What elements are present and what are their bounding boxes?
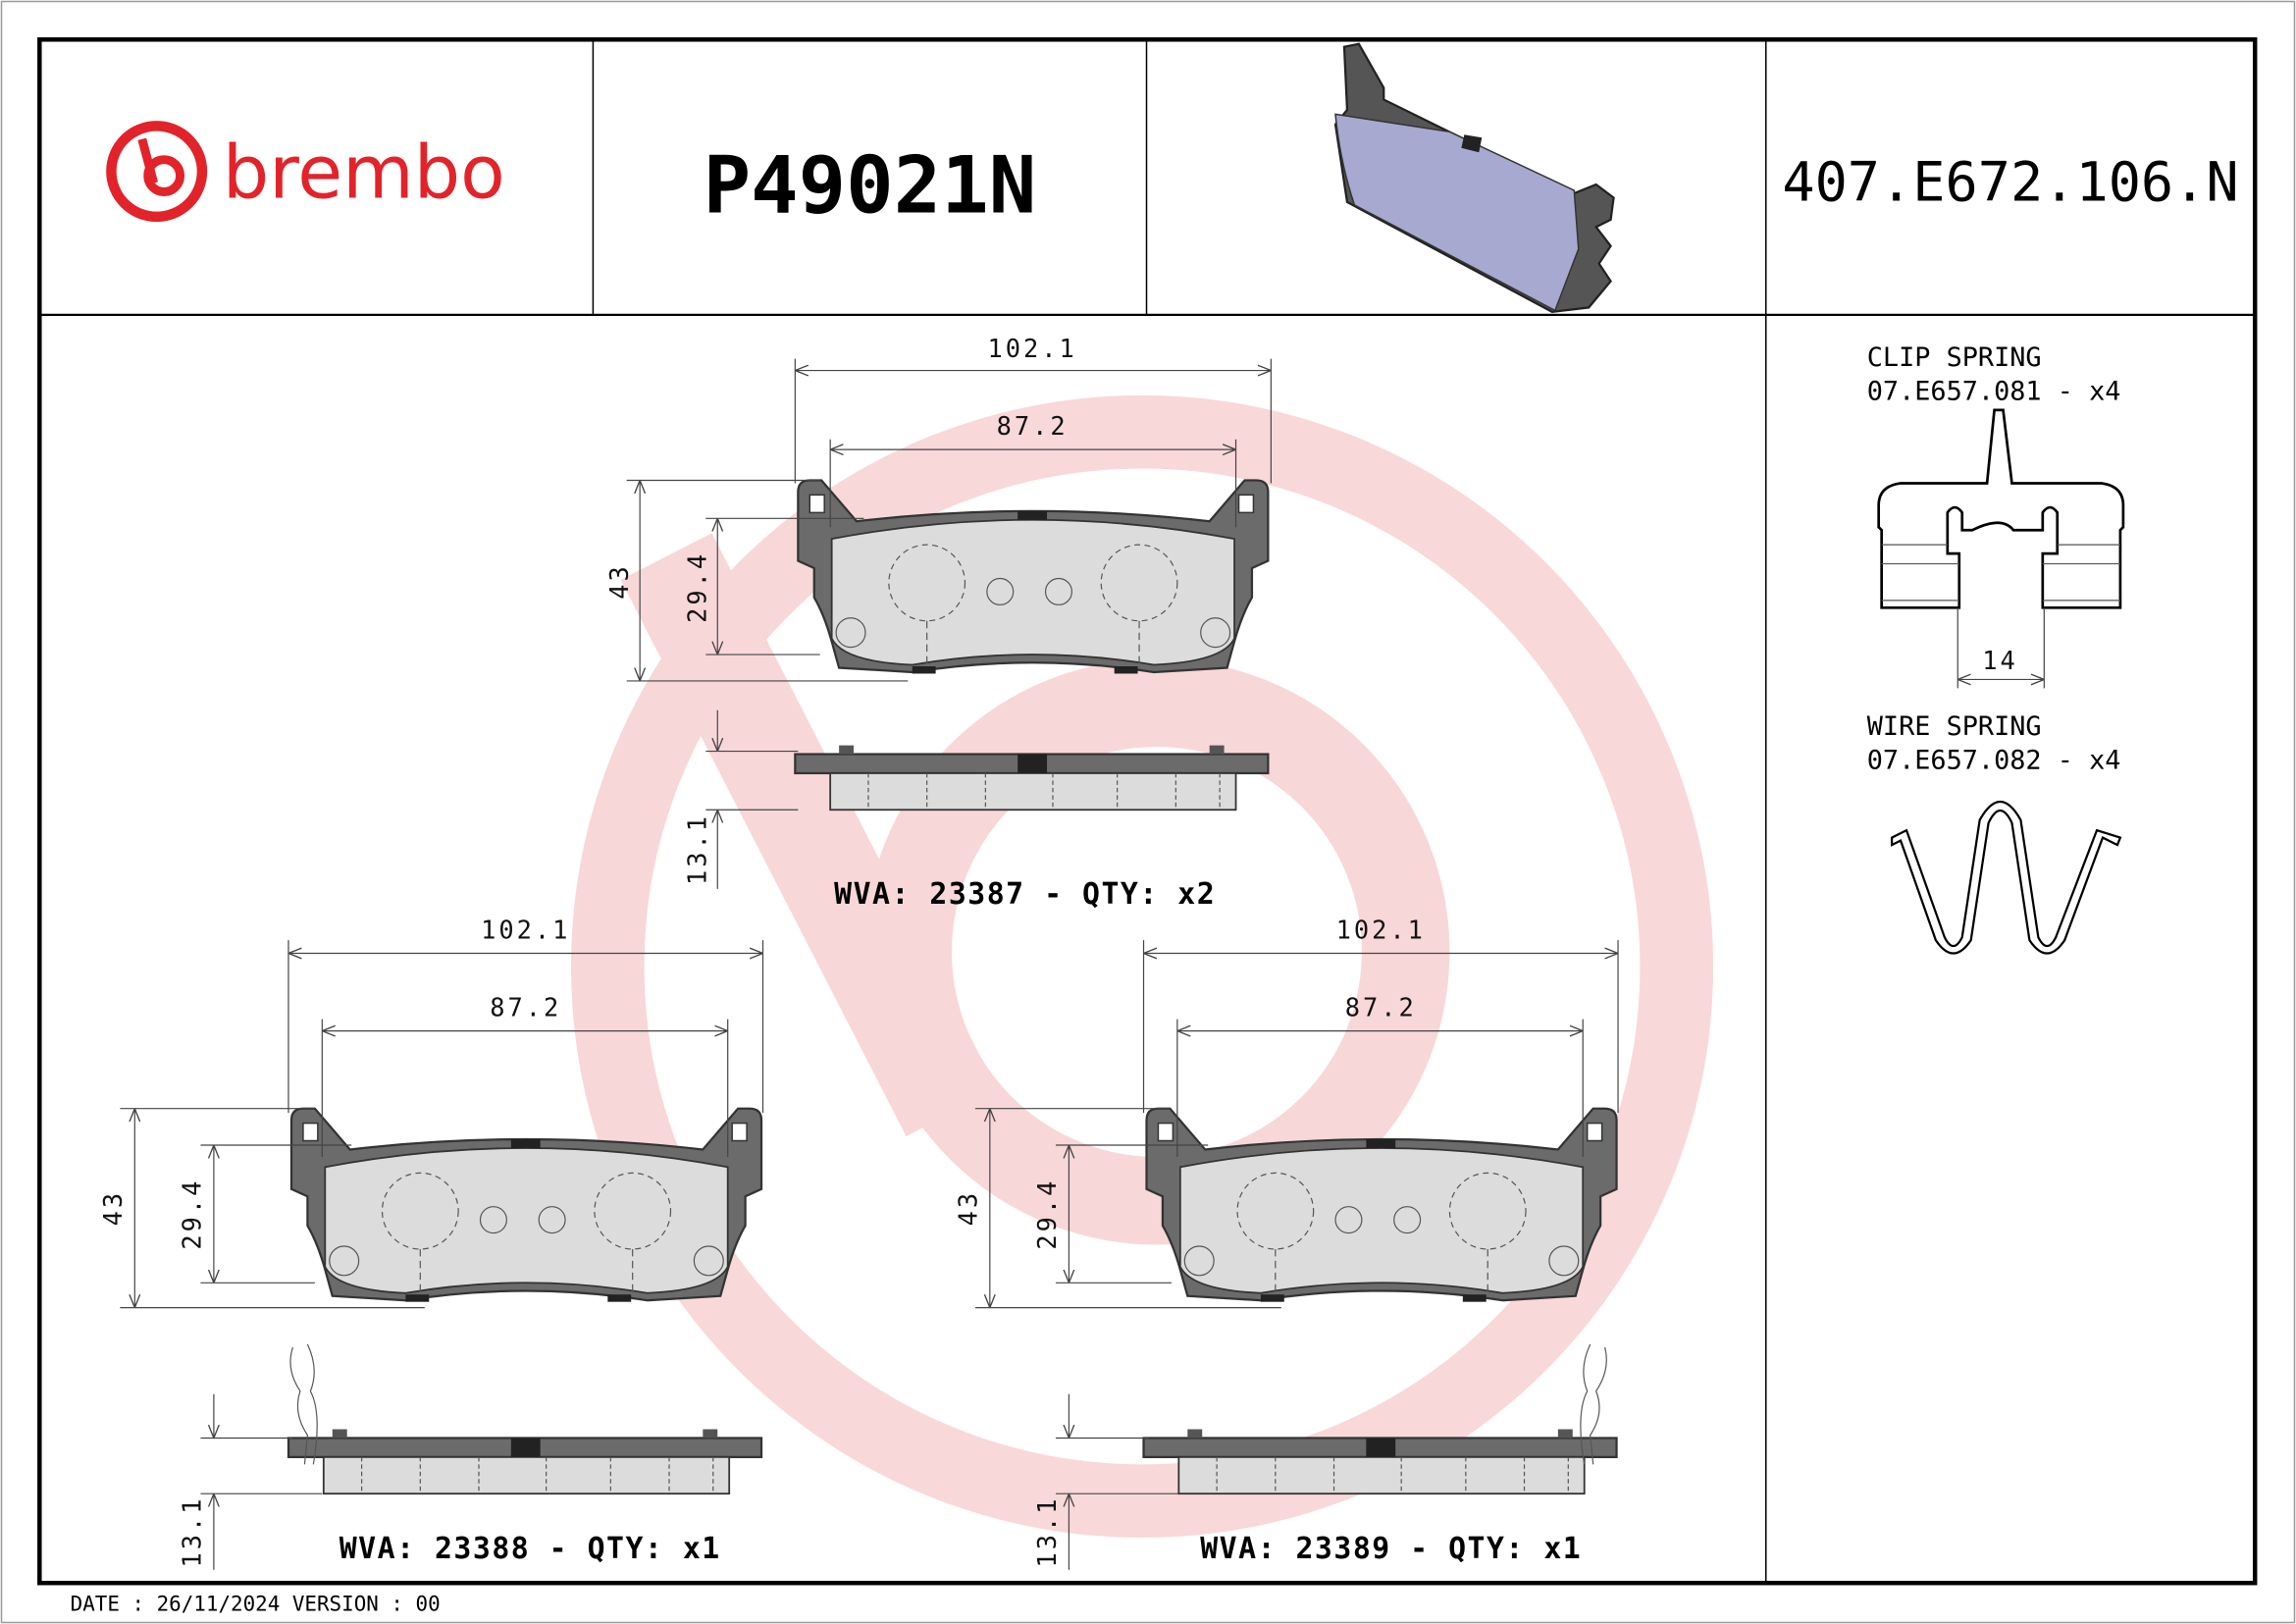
dim-height-outer: 43 bbox=[604, 563, 634, 600]
dim-width-inner: 87.2 bbox=[1345, 993, 1417, 1022]
clip-spring-title: CLIP SPRING bbox=[1867, 342, 2042, 373]
clip-spring-code: 07.E657.081 - x4 bbox=[1867, 376, 2121, 406]
clip-spring-shape bbox=[1877, 408, 2125, 609]
dim-thickness: 13.1 bbox=[177, 1495, 206, 1567]
dim-height-outer: 43 bbox=[953, 1190, 982, 1227]
drawing-frame bbox=[37, 37, 2258, 1586]
dim-height-inner: 29.4 bbox=[177, 1179, 206, 1250]
part-number: P49021N bbox=[704, 139, 1037, 232]
dim-height-inner: 29.4 bbox=[1032, 1179, 1062, 1250]
wire-spring-code: 07.E657.082 - x4 bbox=[1867, 745, 2121, 775]
clip-spring: CLIP SPRING 07.E657.081 - x4 14 bbox=[1867, 342, 2125, 689]
dim-height-inner: 29.4 bbox=[682, 551, 711, 623]
wire-spring: WIRE SPRING 07.E657.082 - x4 bbox=[1867, 711, 2122, 955]
dim-width-inner: 87.2 bbox=[997, 411, 1069, 441]
pad-drawing-2: 102.1 87.2 43 29.4 13.1 WVA: 23388 - QTY… bbox=[98, 916, 764, 1570]
pad-front-view bbox=[289, 1107, 763, 1303]
dim-width-outer: 102.1 bbox=[1336, 916, 1426, 945]
wva-label: WVA: 23387 - QTY: x2 bbox=[834, 877, 1216, 912]
wire-spring-title: WIRE SPRING bbox=[1867, 711, 2042, 742]
wva-label: WVA: 23388 - QTY: x1 bbox=[339, 1532, 721, 1566]
logo-wordmark: brembo bbox=[223, 130, 505, 215]
pad-side-view bbox=[287, 1428, 763, 1495]
wire-spring-shape bbox=[1890, 801, 2122, 955]
clip-spring-dim: 14 bbox=[1982, 646, 2018, 675]
brembo-logo: brembo bbox=[106, 121, 505, 223]
dim-width-inner: 87.2 bbox=[490, 993, 561, 1022]
pad-3d-render bbox=[1333, 42, 1615, 314]
reference-code: 407.E672.106.N bbox=[1782, 151, 2238, 214]
date-version: DATE : 26/11/2024 VERSION : 00 bbox=[71, 1593, 441, 1616]
pad-side-view bbox=[794, 744, 1270, 812]
dim-height-outer: 43 bbox=[98, 1190, 128, 1227]
pad-drawing-1: 102.1 87.2 43 29.4 13.1 WVA: 23387 - QTY… bbox=[604, 334, 1272, 912]
dim-thickness: 13.1 bbox=[682, 813, 711, 885]
dim-width-outer: 102.1 bbox=[987, 334, 1076, 363]
dim-width-outer: 102.1 bbox=[481, 916, 570, 945]
wva-label: WVA: 23389 - QTY: x1 bbox=[1200, 1532, 1582, 1566]
pad-side-view bbox=[1142, 1428, 1618, 1495]
pad-drawing-3: 102.1 87.2 43 29.4 13.1 WVA: 23389 - QTY… bbox=[953, 916, 1619, 1570]
dim-thickness: 13.1 bbox=[1032, 1495, 1062, 1567]
